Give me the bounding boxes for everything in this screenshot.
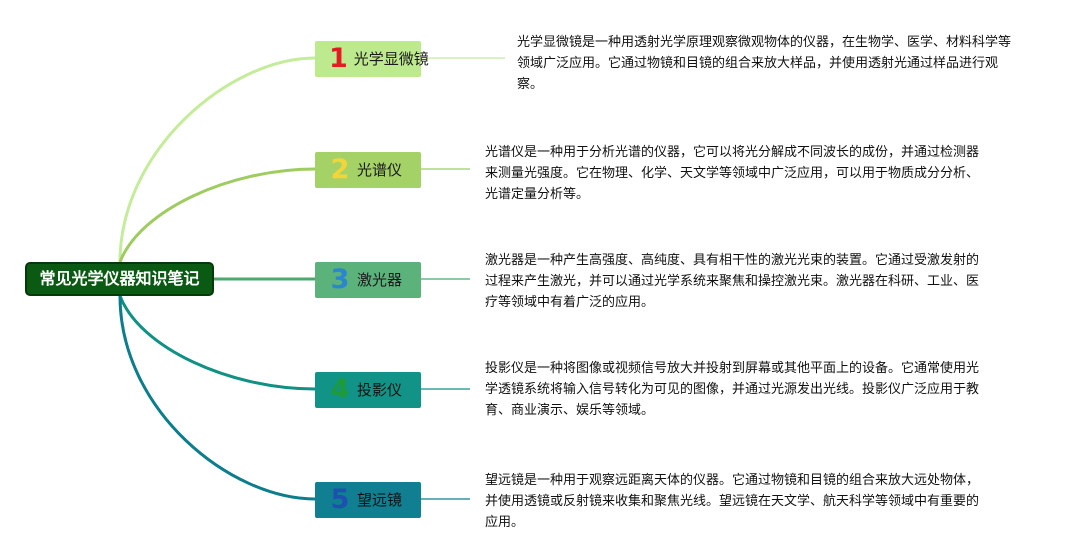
root-topic[interactable]: 常见光学仪器知识笔记: [25, 262, 214, 296]
root-topic-label: 常见光学仪器知识笔记: [39, 269, 200, 288]
branch-description-2: 光谱仪是一种用于分析光谱的仪器，它可以将光分解成不同波长的成份，并通过检测器来测…: [485, 145, 980, 202]
branch-label-5: 望远镜: [357, 491, 403, 509]
branch-label-1: 光学显微镜: [353, 50, 429, 68]
branch-node-5[interactable]: 5 望远镜: [315, 482, 421, 518]
branch-node-1[interactable]: 1 光学显微镜: [315, 41, 429, 77]
branch-number-4: 4: [330, 374, 350, 405]
branch-node-4[interactable]: 4 投影仪: [315, 372, 421, 408]
branch-number-5: 5: [330, 484, 350, 515]
branch-connector-2: [118, 167, 316, 263]
branch-connector-1: [118, 56, 316, 263]
branch-connector-4: [118, 295, 316, 391]
branch-label-3: 激光器: [357, 271, 403, 289]
branch-node-3[interactable]: 3 激光器: [315, 262, 421, 298]
branch-connector-5: [118, 295, 316, 501]
branch-node-2[interactable]: 2 光谱仪: [315, 152, 421, 188]
branch-number-3: 3: [330, 264, 350, 295]
branch-number-1: 1: [329, 43, 348, 74]
branch-label-2: 光谱仪: [357, 161, 403, 179]
branch-description-5: 望远镜是一种用于观察远距离天体的仪器。它通过物镜和目镜的组合来放大远处物体，并使…: [485, 473, 980, 530]
branch-label-4: 投影仪: [357, 381, 403, 399]
branch-number-2: 2: [330, 154, 350, 185]
branch-description-1: 光学显微镜是一种用透射光学原理观察微观物体的仪器，在生物学、医学、材料科学等领域…: [517, 35, 1012, 92]
branch-description-3: 激光器是一种产生高强度、高纯度、具有相干性的激光光束的装置。它通过受激发射的过程…: [485, 253, 980, 310]
branch-description-4: 投影仪是一种将图像或视频信号放大并投射到屏幕或其他平面上的设备。它通常使用光学透…: [485, 361, 980, 418]
